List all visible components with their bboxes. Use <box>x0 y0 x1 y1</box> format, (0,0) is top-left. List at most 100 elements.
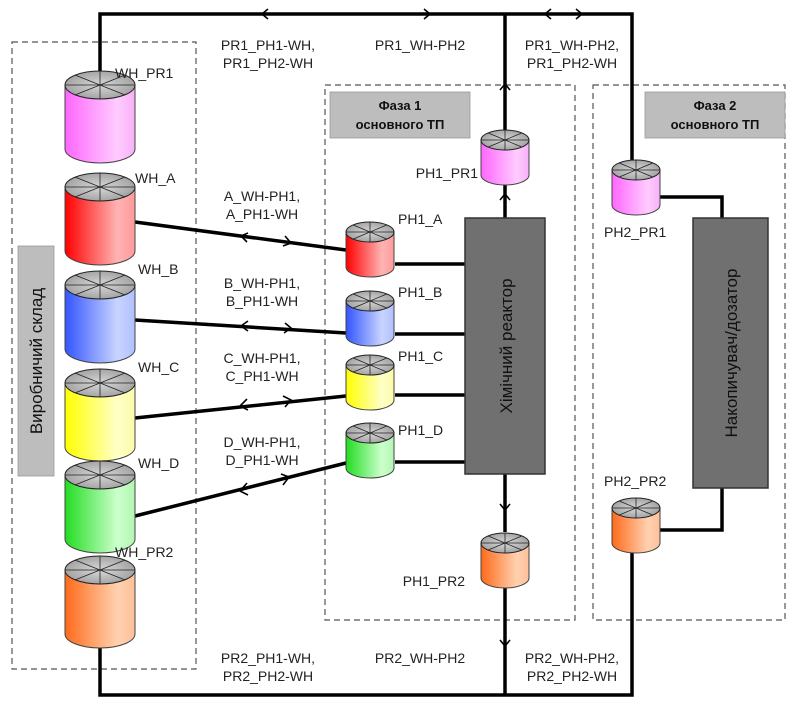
tank-lid-spoke <box>504 535 523 544</box>
tank-ph1-d: PH1_D <box>345 422 443 479</box>
tank-lid-spoke <box>352 231 371 240</box>
tank-lid-spoke <box>504 542 523 551</box>
tank-lid-spoke <box>75 474 101 486</box>
arrow-d-2 <box>280 473 291 486</box>
tank-lid-spoke <box>352 425 371 434</box>
tank-label-ph1-pr2: PH1_PR2 <box>403 573 465 589</box>
tank-lid-spoke <box>618 500 637 509</box>
tank-lid-spoke <box>369 432 388 441</box>
flow-label-line: PR2_WH-PH2 <box>375 650 465 666</box>
phase2-title-line2: основного ТП <box>671 117 760 132</box>
tank-lid-spoke <box>487 132 506 141</box>
flow-label-line: PR2_PH1-WH, <box>221 650 315 666</box>
warehouse-label-box: Виробничий склад <box>17 245 55 477</box>
reactor: Хімічний реактор <box>464 217 546 475</box>
accumulator-label: Накопичувач/дозатор <box>722 269 741 438</box>
tank-lid-spoke <box>99 176 125 188</box>
tank-lid-spokes <box>65 271 135 299</box>
flow-label-top-right: PR1_WH-PH2,PR1_PH2-WH <box>525 37 619 71</box>
tank-label-wh-d: WH_D <box>138 455 179 471</box>
tank-lid-spokes <box>65 461 135 489</box>
arrow-c-1 <box>238 398 249 411</box>
tank-lid-spoke <box>99 84 125 96</box>
tank-lid-spokes <box>612 160 660 180</box>
flow-label-line: PR2_PH2-WH <box>527 668 617 684</box>
accumulator: Накопичувач/дозатор <box>692 217 769 489</box>
flow-label-line: PR1_PH1-WH, <box>221 37 315 53</box>
tank-wh-pr2: WH_PR2 <box>64 544 174 649</box>
flow-label-line: A_WH-PH1, <box>224 188 300 204</box>
tank-lid-spoke <box>75 559 101 571</box>
pipe-pr2-loop <box>98 535 634 697</box>
tank-lid-spoke <box>369 425 388 434</box>
flow-label-line: PR1_WH-PH2 <box>375 37 465 53</box>
tank-lid-spoke <box>352 300 371 309</box>
tank-ph1-pr1: PH1_PR1 <box>416 129 530 186</box>
flow-label-line: A_PH1-WH <box>226 206 298 222</box>
tank-lid-spoke <box>352 224 371 233</box>
tank-lid-spoke <box>75 186 101 198</box>
tank-lid-spoke <box>75 372 101 384</box>
flow-label-c: C_WH-PH1,C_PH1-WH <box>223 350 300 384</box>
tank-lid-spoke <box>99 382 125 394</box>
tank-lid-spoke <box>99 74 125 86</box>
tank-lid-spoke <box>99 372 125 384</box>
arrow-a-2 <box>282 235 293 247</box>
tank-lid-spokes <box>346 222 394 242</box>
tank-lid-spoke <box>99 464 125 476</box>
tank-lid-spoke <box>618 162 637 171</box>
flow-label-top-left: PR1_PH1-WH,PR1_PH2-WH <box>221 37 315 71</box>
tank-body <box>480 542 530 589</box>
tank-lid-spoke <box>99 284 125 296</box>
tanks: WH_PR1WH_AWH_BWH_CWH_DWH_PR2PH1_PR1PH1_A… <box>64 65 666 649</box>
tank-ph2-pr2: PH2_PR2 <box>604 473 666 554</box>
flow-label-line: B_PH1-WH <box>226 293 298 309</box>
phase2-title-box: Фаза 2 основного ТП <box>644 91 786 139</box>
tank-body <box>64 569 136 649</box>
tank-lid-spokes <box>481 533 529 553</box>
tank-lid-spoke <box>369 293 388 302</box>
tank-body <box>611 507 661 554</box>
tank-lid-spoke <box>75 74 101 86</box>
flow-label-line: D_PH1-WH <box>225 452 298 468</box>
arrow-v-ph1pr2 <box>499 639 511 648</box>
tank-lid-spoke <box>352 432 371 441</box>
tank-lid-spoke <box>487 542 506 551</box>
tank-lid-spoke <box>635 507 654 516</box>
phase1-title-box: Фаза 1 основного ТП <box>329 91 471 139</box>
arrow-b-2 <box>283 322 293 334</box>
tank-lid-spokes <box>612 498 660 518</box>
phase2-title-line1: Фаза 2 <box>694 98 737 113</box>
tank-lid-spoke <box>352 364 371 373</box>
tank-ph1-b: PH1_B <box>345 284 442 347</box>
arrow-d-1 <box>238 482 249 496</box>
arrow-v-reactor-top <box>499 192 511 201</box>
tank-lid-spoke <box>99 274 125 286</box>
tank-ph2-pr1: PH2_PR1 <box>604 159 666 240</box>
tank-label-ph1-d: PH1_D <box>398 422 443 438</box>
tank-label-wh-c: WH_C <box>138 359 179 375</box>
flow-label-line: PR1_PH2-WH <box>527 55 617 71</box>
tank-ph1-pr2: PH1_PR2 <box>403 532 530 589</box>
arrow-top-4 <box>575 8 584 20</box>
flow-label-top-mid: PR1_WH-PH2 <box>375 37 465 53</box>
tank-lid-spoke <box>487 535 506 544</box>
tank-label-ph1-pr1: PH1_PR1 <box>416 165 478 181</box>
tank-lid-spoke <box>75 382 101 394</box>
tank-lid-spoke <box>352 357 371 366</box>
tank-ph1-a: PH1_A <box>345 211 443 278</box>
phase2-zone <box>592 84 786 621</box>
tank-lid-spokes <box>65 71 135 99</box>
tank-label-ph2-pr1: PH2_PR1 <box>604 224 666 240</box>
tank-label-wh-pr2: WH_PR2 <box>115 544 174 560</box>
tank-lid-spoke <box>487 139 506 148</box>
tank-body <box>345 364 395 411</box>
reactor-label: Хімічний реактор <box>497 278 516 413</box>
tank-lid-spoke <box>75 84 101 96</box>
tank-label-wh-a: WH_A <box>135 170 176 186</box>
flow-label-line: PR2_WH-PH2, <box>525 650 619 666</box>
tank-lid-spoke <box>99 186 125 198</box>
pipe-accum-ph2pr2 <box>660 488 724 532</box>
tank-lid-spoke <box>352 293 371 302</box>
tank-lid-spoke <box>75 274 101 286</box>
